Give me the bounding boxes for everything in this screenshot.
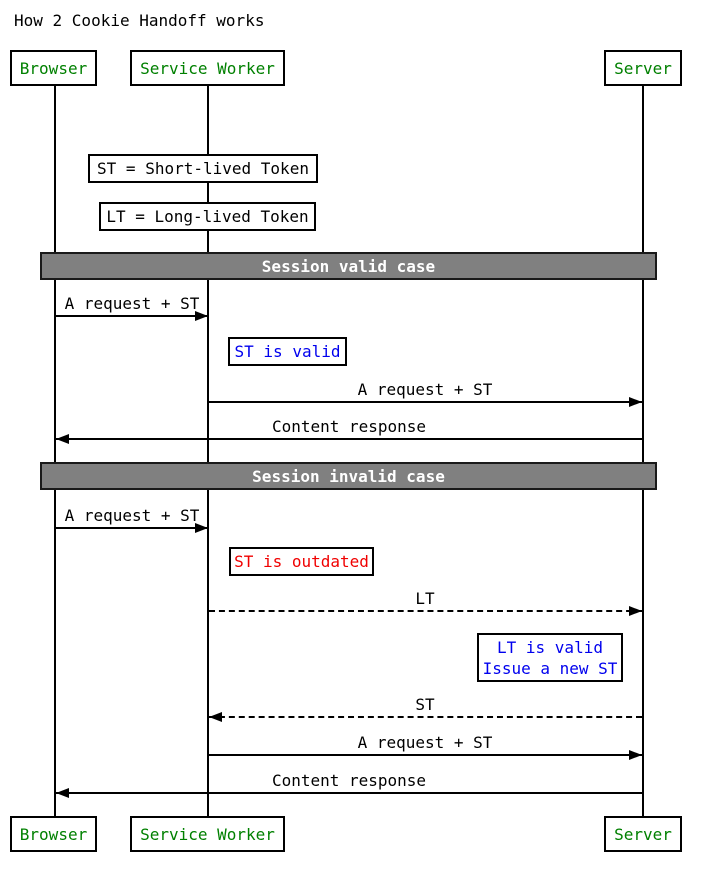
msg5-line (209, 610, 642, 612)
lifeline-service-worker (207, 86, 209, 816)
note-line: LT is valid (497, 637, 603, 657)
section-bar-valid: Session valid case (40, 252, 657, 280)
actor-label: Browser (19, 824, 88, 844)
note-text: LT is valid Issue a new ST (483, 637, 618, 679)
msg1-arrowhead (195, 311, 208, 321)
msg2-arrowhead (629, 397, 642, 407)
section-label: Session valid case (261, 256, 436, 276)
actor-box-server-top: Server (604, 50, 682, 86)
actor-label: Server (614, 58, 672, 78)
msg1-line (56, 315, 208, 317)
actor-label: Browser (19, 58, 88, 78)
msg3-label: Content response (271, 417, 427, 436)
msg4-arrowhead (195, 523, 208, 533)
msg4-label: A request + ST (64, 506, 200, 525)
msg7-arrowhead (629, 750, 642, 760)
lifeline-server (642, 86, 644, 816)
actor-box-service-worker-bottom: Service Worker (130, 816, 285, 852)
legend-note-st: ST = Short-lived Token (88, 154, 318, 183)
msg5-label: LT (415, 589, 435, 608)
msg6-line (209, 716, 642, 718)
note-st-valid: ST is valid (228, 337, 347, 366)
msg3-arrowhead (56, 434, 69, 444)
msg8-arrowhead (56, 788, 69, 798)
note-text: ST is valid (234, 342, 341, 361)
msg6-label: ST (415, 695, 435, 714)
note-line: Issue a new ST (482, 658, 618, 678)
msg2-line (209, 401, 642, 403)
actor-label: Server (614, 824, 672, 844)
actor-box-browser-top: Browser (10, 50, 97, 86)
msg8-label: Content response (271, 771, 427, 790)
note-lt-valid: LT is valid Issue a new ST (477, 633, 623, 682)
actor-label: Service Worker (140, 58, 275, 78)
msg7-label: A request + ST (357, 733, 493, 752)
actor-box-browser-bottom: Browser (10, 816, 97, 852)
legend-note-lt: LT = Long-lived Token (99, 202, 316, 231)
msg2-label: A request + ST (357, 380, 493, 399)
legend-note-text: LT = Long-lived Token (106, 207, 309, 226)
msg8-line (56, 792, 642, 794)
section-label: Session invalid case (252, 466, 445, 486)
msg1-label: A request + ST (64, 294, 200, 313)
msg4-line (56, 527, 208, 529)
legend-note-text: ST = Short-lived Token (97, 159, 309, 178)
note-text: ST is outdated (234, 552, 369, 571)
note-st-outdated: ST is outdated (229, 547, 374, 576)
lifeline-browser (54, 86, 56, 816)
msg5-arrowhead (629, 606, 642, 616)
msg6-arrowhead (209, 712, 222, 722)
actor-box-server-bottom: Server (604, 816, 682, 852)
msg3-line (56, 438, 642, 440)
msg7-line (209, 754, 642, 756)
actor-label: Service Worker (140, 824, 275, 844)
actor-box-service-worker-top: Service Worker (130, 50, 285, 86)
diagram-title: How 2 Cookie Handoff works (14, 11, 265, 30)
section-bar-invalid: Session invalid case (40, 462, 657, 490)
